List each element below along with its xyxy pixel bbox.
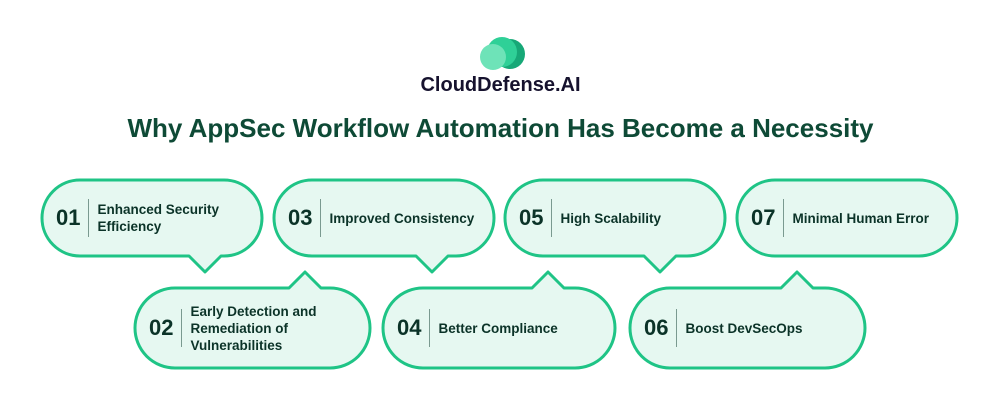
speech-bubble-shape xyxy=(628,270,867,370)
item-number: 01 xyxy=(42,199,90,237)
item-number: 02 xyxy=(135,309,183,347)
item-label: Early Detection and Remediation of Vulne… xyxy=(190,303,317,353)
bubble-content: 07 Minimal Human Error xyxy=(737,180,929,256)
item-number: 05 xyxy=(505,199,553,237)
speech-bubble-shape xyxy=(272,178,496,274)
item-label: Enhanced Security Efficiency xyxy=(97,202,220,234)
bubble-item-05: 05 High Scalability xyxy=(503,178,727,274)
bubble-content: 04 Better Compliance xyxy=(383,288,558,368)
item-label: Minimal Human Error xyxy=(792,210,930,226)
item-label: Boost DevSecOps xyxy=(685,320,803,336)
bubble-content: 05 High Scalability xyxy=(505,180,661,256)
item-label: Better Compliance xyxy=(438,320,558,336)
item-number: 03 xyxy=(274,199,322,237)
item-number: 04 xyxy=(383,309,431,347)
speech-bubble-shape xyxy=(40,178,264,274)
speech-bubble-shape xyxy=(735,178,959,258)
item-number: 07 xyxy=(737,199,785,237)
speech-bubble-shape xyxy=(133,270,372,370)
bubble-content: 06 Boost DevSecOps xyxy=(630,288,803,368)
speech-bubble-shape xyxy=(381,270,617,370)
item-number: 06 xyxy=(630,309,678,347)
item-label: High Scalability xyxy=(560,210,662,226)
item-label: Improved Consistency xyxy=(329,210,475,226)
brand-name: CloudDefense.AI xyxy=(420,74,581,96)
bubble-item-06: 06 Boost DevSecOps xyxy=(628,270,867,370)
bubble-item-04: 04 Better Compliance xyxy=(381,270,617,370)
bubble-item-07: 07 Minimal Human Error xyxy=(735,178,959,258)
bubble-item-03: 03 Improved Consistency xyxy=(272,178,496,274)
speech-bubble-shape xyxy=(503,178,727,274)
cloud-icon xyxy=(480,37,525,70)
bubble-content: 03 Improved Consistency xyxy=(274,180,474,256)
page-title: Why AppSec Workflow Automation Has Becom… xyxy=(127,113,874,143)
